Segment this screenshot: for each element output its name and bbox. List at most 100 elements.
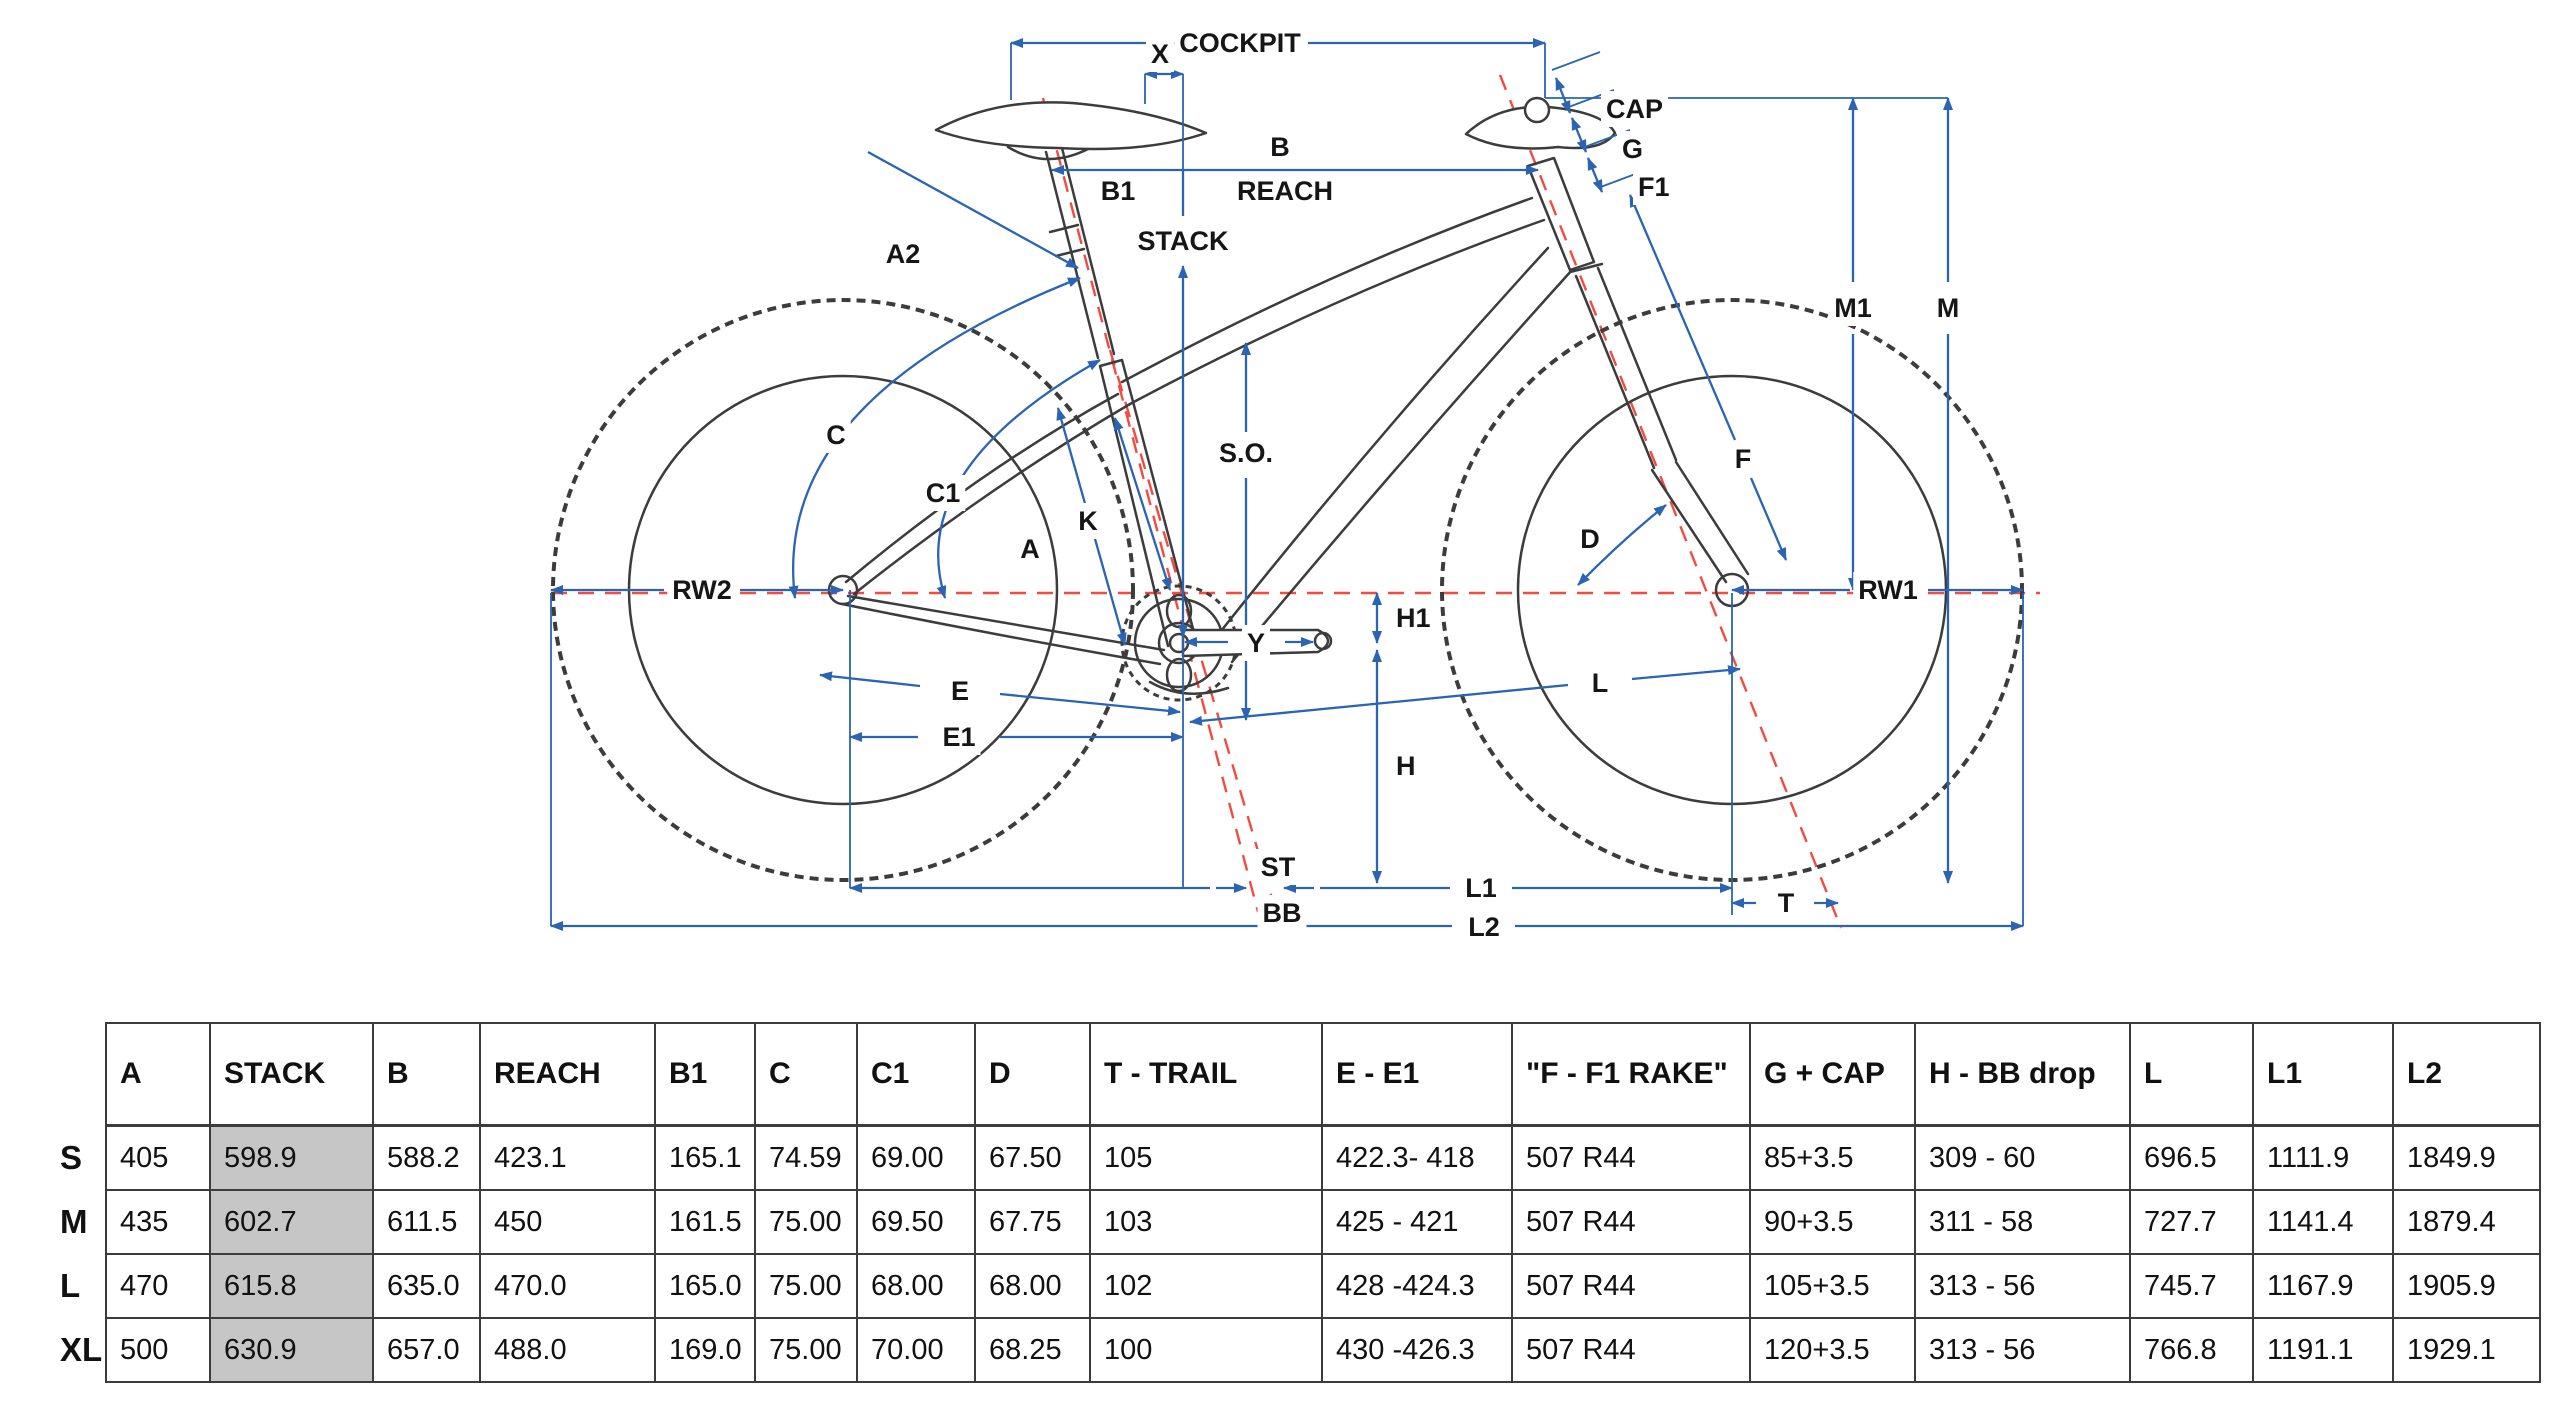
label-backing bbox=[1931, 290, 1965, 326]
value-cell: 430 -426.3 bbox=[1321, 1317, 1513, 1383]
value-cell: 70.00 bbox=[856, 1317, 976, 1383]
value-cell: 1167.9 bbox=[2252, 1253, 2394, 1319]
value-cell: 1905.9 bbox=[2392, 1253, 2541, 1319]
bike-geometry-diagram: COCKPIT X B B1 REACH STACK A2 C C1 A K S… bbox=[550, 25, 2040, 945]
value-cell: 67.50 bbox=[974, 1124, 1091, 1191]
value-cell: 470 bbox=[105, 1253, 211, 1319]
so-label: S.O. bbox=[1219, 438, 1273, 468]
column-header-l: L bbox=[2129, 1022, 2254, 1127]
label-backing bbox=[1586, 665, 1614, 701]
value-cell: 169.0 bbox=[654, 1317, 756, 1383]
f-label: F bbox=[1735, 444, 1752, 474]
value-cell: 75.00 bbox=[754, 1189, 858, 1255]
y-label: Y bbox=[1247, 628, 1265, 658]
value-cell: 102 bbox=[1089, 1253, 1323, 1319]
label-backing bbox=[1633, 169, 1675, 205]
value-cell: 161.5 bbox=[654, 1189, 756, 1255]
value-cell: 422.3- 418 bbox=[1321, 1124, 1513, 1191]
label-backing bbox=[937, 719, 981, 755]
steering-axis-line bbox=[1498, 74, 1843, 929]
saddle bbox=[934, 101, 1208, 151]
label-backing bbox=[1231, 173, 1339, 209]
seatpost bbox=[1044, 146, 1116, 360]
value-cell: 1141.4 bbox=[2252, 1189, 2394, 1255]
label-backing bbox=[1617, 131, 1649, 167]
fork-stanchion bbox=[1568, 262, 1678, 470]
dimension-labels: COCKPIT X B B1 REACH STACK A2 C C1 A K S… bbox=[667, 25, 1965, 945]
column-header-c: C bbox=[754, 1022, 858, 1127]
head-tube bbox=[1526, 156, 1596, 272]
value-cell: 1111.9 bbox=[2252, 1124, 2394, 1191]
label-backing bbox=[1601, 91, 1669, 127]
value-cell: 588.2 bbox=[372, 1124, 481, 1191]
value-cell: 507 R44 bbox=[1511, 1124, 1751, 1191]
label-backing bbox=[1829, 290, 1877, 326]
value-cell: 68.25 bbox=[974, 1317, 1091, 1383]
column-header-h-bb-drop: H - BB drop bbox=[1914, 1022, 2131, 1127]
value-cell: 1929.1 bbox=[2392, 1317, 2541, 1383]
value-cell: 85+3.5 bbox=[1749, 1124, 1916, 1191]
size-label: XL bbox=[36, 1318, 106, 1382]
column-header-b1: B1 bbox=[654, 1022, 756, 1127]
l-label: L bbox=[1592, 668, 1609, 698]
value-cell: 611.5 bbox=[372, 1189, 481, 1255]
value-cell: 67.75 bbox=[974, 1189, 1091, 1255]
saddle-rail bbox=[1006, 145, 1090, 161]
b-label: B bbox=[1270, 132, 1290, 162]
value-cell: 165.1 bbox=[654, 1124, 756, 1191]
e-label: E bbox=[951, 676, 969, 706]
stack-label: STACK bbox=[1138, 226, 1229, 256]
label-backing bbox=[1575, 521, 1605, 557]
size-label: S bbox=[36, 1125, 106, 1190]
value-cell: 313 - 56 bbox=[1914, 1253, 2131, 1319]
value-cell: 100 bbox=[1089, 1317, 1323, 1383]
value-cell: 507 R44 bbox=[1511, 1317, 1751, 1383]
c-label: C bbox=[826, 420, 846, 450]
value-cell: 105 bbox=[1089, 1124, 1323, 1191]
value-cell: 602.7 bbox=[209, 1189, 374, 1255]
label-backing bbox=[920, 475, 966, 511]
label-backing bbox=[821, 417, 851, 453]
e1-label: E1 bbox=[942, 722, 975, 752]
table-corner-cell bbox=[36, 1023, 106, 1126]
value-cell: 313 - 56 bbox=[1914, 1317, 2131, 1383]
label-backing bbox=[1772, 885, 1800, 921]
value-cell: 450 bbox=[479, 1189, 656, 1255]
value-cell: 120+3.5 bbox=[1749, 1317, 1916, 1383]
value-cell: 507 R44 bbox=[1511, 1189, 1751, 1255]
label-backing bbox=[1265, 129, 1295, 165]
value-cell: 630.9 bbox=[209, 1317, 374, 1383]
column-header-l2: L2 bbox=[2392, 1022, 2541, 1127]
value-cell: 696.5 bbox=[2129, 1124, 2254, 1191]
bb-label: BB bbox=[1263, 898, 1302, 928]
value-cell: 635.0 bbox=[372, 1253, 481, 1319]
column-header-g-cap: G + CAP bbox=[1749, 1022, 1916, 1127]
rw2-label: RW2 bbox=[672, 575, 732, 605]
t-label: T bbox=[1778, 888, 1795, 918]
rw1-label: RW1 bbox=[1858, 575, 1918, 605]
label-backing bbox=[1213, 435, 1279, 471]
value-cell: 1879.4 bbox=[2392, 1189, 2541, 1255]
column-header-reach: REACH bbox=[479, 1022, 656, 1127]
column-header-d: D bbox=[974, 1022, 1091, 1127]
value-cell: 90+3.5 bbox=[1749, 1189, 1916, 1255]
column-header-stack: STACK bbox=[209, 1022, 374, 1127]
label-backing bbox=[1255, 849, 1301, 885]
dimension-lines bbox=[550, 38, 2024, 931]
label-backing bbox=[1241, 625, 1271, 661]
value-cell: 1191.1 bbox=[2252, 1317, 2394, 1383]
label-backing bbox=[1145, 36, 1175, 72]
value-cell: 428 -424.3 bbox=[1321, 1253, 1513, 1319]
value-cell: 75.00 bbox=[754, 1317, 858, 1383]
value-cell: 745.7 bbox=[2129, 1253, 2254, 1319]
column-header-c1: C1 bbox=[856, 1022, 976, 1127]
value-cell: 74.59 bbox=[754, 1124, 858, 1191]
label-backing bbox=[945, 673, 975, 709]
value-cell: 105+3.5 bbox=[1749, 1253, 1916, 1319]
l2-label: L2 bbox=[1468, 912, 1500, 942]
size-label: M bbox=[36, 1190, 106, 1254]
label-backing bbox=[1853, 572, 1923, 608]
column-header-b: B bbox=[372, 1022, 481, 1127]
value-cell: 423.1 bbox=[479, 1124, 656, 1191]
